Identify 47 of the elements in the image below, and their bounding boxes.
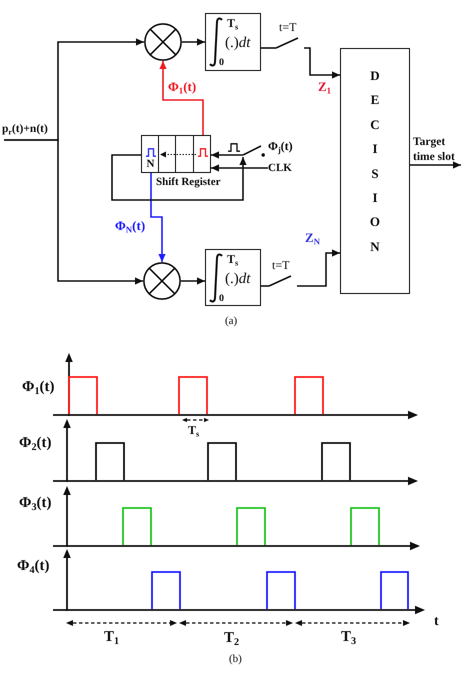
lower-limit: 0 — [219, 57, 224, 69]
integrand: (.)dt — [225, 270, 250, 288]
arrow — [159, 61, 204, 135]
connector-line — [261, 285, 269, 287]
integrator-box — [205, 249, 261, 306]
arrow — [410, 161, 461, 169]
lower-limit: 0 — [219, 293, 224, 305]
cell-label: N — [146, 158, 154, 170]
arrow — [211, 164, 268, 172]
output-label: Target time slot — [413, 135, 461, 165]
switch-label: t=T — [272, 258, 290, 272]
arrow — [4, 139, 143, 285]
mixer-circle — [144, 23, 182, 61]
decision-box — [340, 48, 410, 294]
block-label: DECISION — [369, 67, 381, 256]
waveform-label: Φ$_{2}$(t) — [19, 434, 52, 452]
arrow — [304, 47, 340, 79]
signal-label: p$_{r}$(t)+n(t) — [2, 122, 56, 140]
switch-label: t=T — [279, 20, 296, 34]
integrator-box — [205, 13, 261, 71]
arrow — [181, 277, 205, 285]
waveform-label: Φ$_{3}$(t) — [19, 494, 52, 512]
arrow — [297, 249, 340, 287]
arrow — [211, 151, 243, 159]
dimension-label: T$_{2}$ — [224, 629, 240, 647]
dimension-label: T$_{3}$ — [341, 628, 356, 646]
figure-caption: (b) — [229, 653, 242, 666]
dimension-label: T$_{1}$ — [104, 628, 120, 646]
arrow — [150, 173, 166, 262]
edge-label: Φ$_{N}$(t) — [115, 218, 146, 234]
switch-label: Φ$_{j}$(t) — [268, 139, 293, 154]
waveform-label: Φ$_{1}$(t) — [22, 378, 55, 396]
register-caption: Shift Register — [156, 176, 220, 190]
integrand: (.)dt — [225, 34, 250, 52]
shift-register — [141, 135, 211, 173]
edge-label: Φ$_{1}$(t) — [168, 79, 196, 95]
waveform-label: Φ$_{4}$(t) — [17, 557, 50, 575]
arrow — [111, 154, 247, 201]
clock-label: CLK — [268, 161, 298, 175]
upper-limit: T$_{s}$ — [227, 252, 238, 266]
connector-line — [261, 47, 276, 49]
arrow — [182, 38, 205, 46]
figure-caption: (a) — [225, 315, 238, 328]
upper-limit: T$_{s}$ — [227, 16, 238, 30]
mixer-circle — [143, 262, 181, 300]
axis-label: t — [434, 614, 439, 631]
dimension-label: T$_{s}$ — [188, 423, 200, 438]
